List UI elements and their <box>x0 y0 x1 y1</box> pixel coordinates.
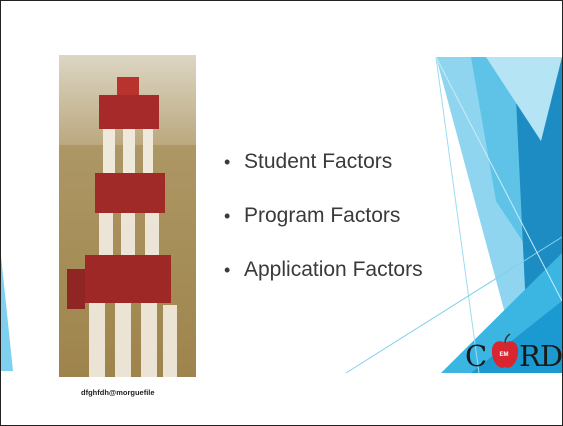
human-tower-photo <box>59 55 196 377</box>
accent-line-1 <box>435 56 480 374</box>
bullet-item-student-factors: Student Factors <box>223 141 423 195</box>
logo-text-c: C <box>465 339 487 373</box>
logo-badge: EM <box>499 352 509 358</box>
photo-credit: dfghfdh@morguefile <box>81 388 155 397</box>
accent-shape-top <box>486 57 562 141</box>
photo-image <box>59 55 196 377</box>
accent-line-2 <box>345 236 562 374</box>
cord-logo: C EM RD <box>465 333 563 375</box>
bullet-list: Student Factors Program Factors Applicat… <box>223 141 423 303</box>
accent-line-3 <box>435 56 562 302</box>
bullet-item-application-factors: Application Factors <box>223 249 423 303</box>
logo-text-rd: RD <box>519 339 563 373</box>
left-accent-shape <box>1 256 13 371</box>
bullet-item-program-factors: Program Factors <box>223 195 423 249</box>
apple-icon <box>491 333 519 368</box>
